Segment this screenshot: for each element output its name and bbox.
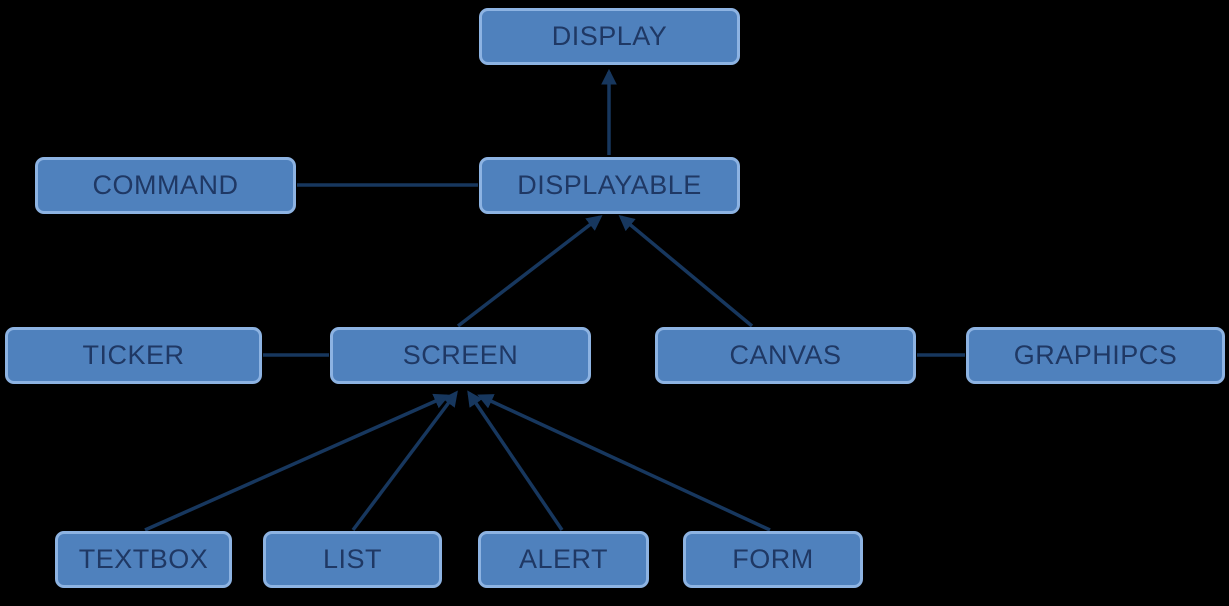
node-displayable: DISPLAYABLE — [479, 157, 740, 214]
edge-alert-screen — [467, 390, 564, 531]
node-ticker: TICKER — [5, 327, 262, 384]
edge-list-screen — [351, 390, 458, 532]
edge-form-screen — [477, 394, 771, 532]
node-graphipcs: GRAPHIPCS — [966, 327, 1225, 384]
edge-textbox-screen — [144, 393, 450, 532]
node-canvas: CANVAS — [655, 327, 916, 384]
node-command: COMMAND — [35, 157, 296, 214]
node-screen: SCREEN — [330, 327, 591, 384]
node-textbox: TEXTBOX — [55, 531, 232, 588]
node-form: FORM — [683, 531, 863, 588]
edge-canvas-displayable — [618, 214, 754, 328]
node-alert: ALERT — [478, 531, 649, 588]
edge-screen-displayable — [456, 215, 603, 328]
node-list: LIST — [263, 531, 442, 588]
node-display: DISPLAY — [479, 8, 740, 65]
